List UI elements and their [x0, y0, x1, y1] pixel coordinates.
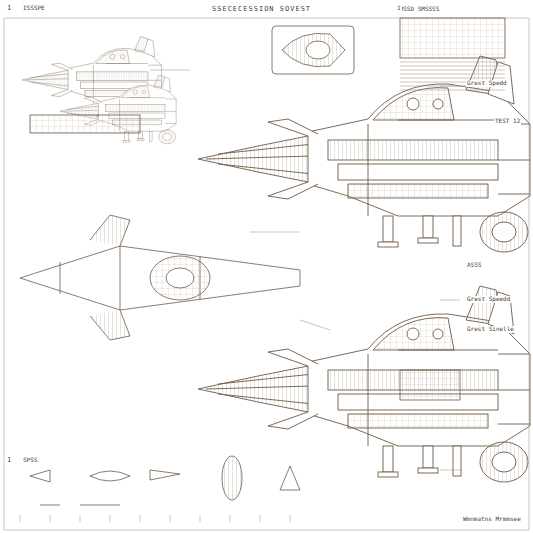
dimension-ticks — [20, 515, 290, 522]
part-label: Wmnmatns Mrmmsee — [462, 516, 522, 523]
part-label: ISSSPE — [22, 5, 46, 12]
part-label: Grest Speedd — [466, 296, 511, 303]
sheet-title: SSECECESSION SOVEST — [212, 5, 311, 13]
part-label: ASSS — [466, 262, 482, 269]
callout-number: 1 — [6, 456, 12, 464]
part-label: Grest Spedd — [466, 80, 508, 87]
callout-number: 1 — [396, 5, 402, 12]
callout-number: 1 — [6, 4, 12, 12]
part-label: TEST 12 — [494, 118, 521, 125]
part-label: SMSSD SMSSSS — [395, 6, 440, 13]
part-label: Grest Sinelle — [466, 326, 515, 333]
part-label: SPSS — [22, 457, 38, 464]
